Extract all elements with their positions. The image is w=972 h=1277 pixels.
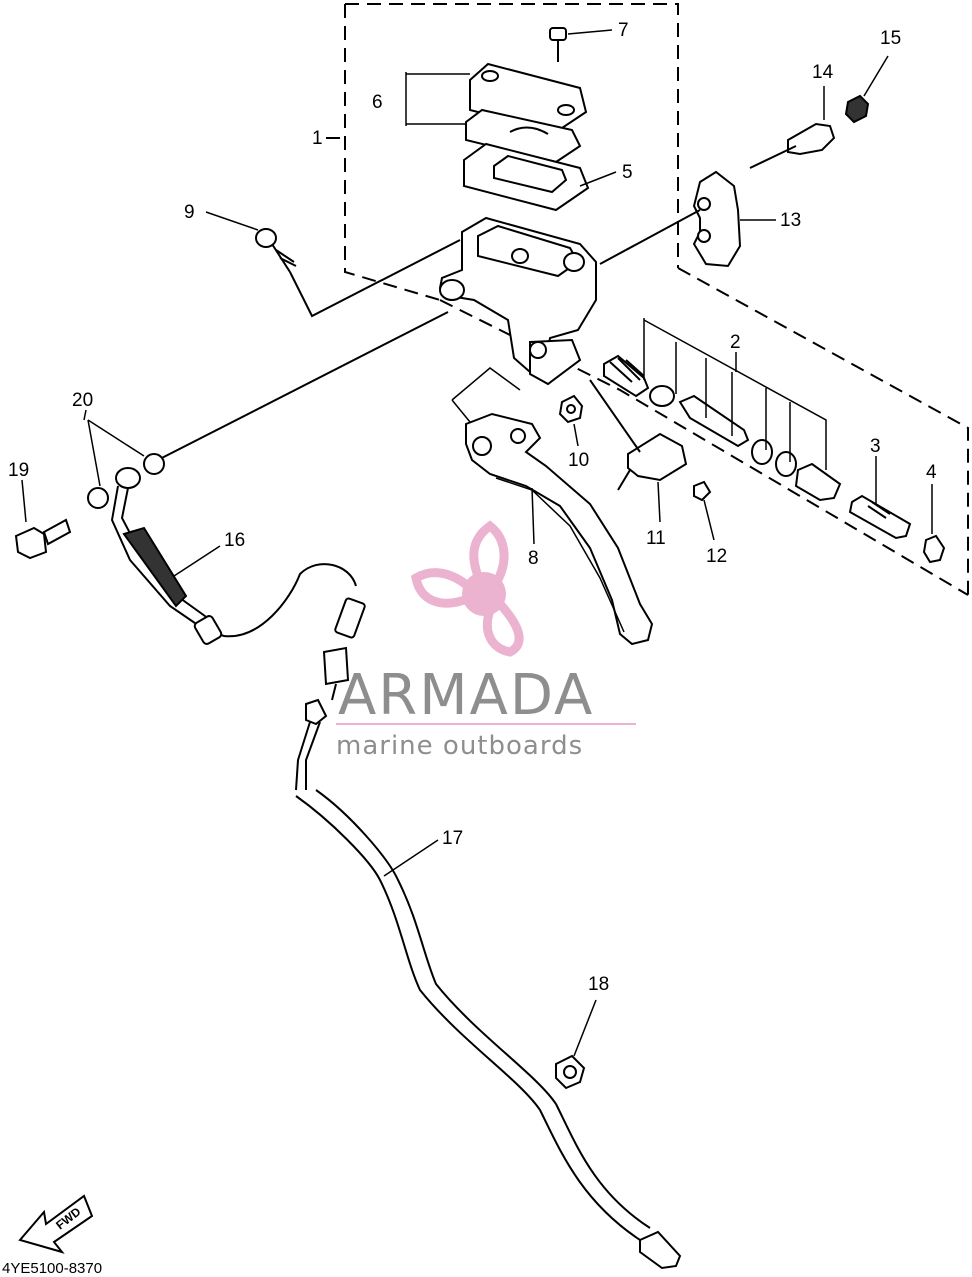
callout-3: 3 — [870, 436, 881, 457]
callout-4: 4 — [926, 462, 937, 483]
callout-10: 10 — [568, 450, 589, 471]
leader-15 — [863, 55, 889, 97]
callout-2: 2 — [730, 332, 741, 353]
leader-10 — [573, 423, 579, 447]
callout-16: 16 — [224, 530, 245, 551]
callout-1: 1 — [312, 128, 323, 149]
leader-18 — [573, 999, 597, 1057]
callout-8: 8 — [528, 548, 539, 569]
copper-washers — [87, 453, 165, 509]
clamp-nut — [844, 94, 870, 124]
leader-6 — [405, 72, 470, 126]
lever-pivot-guide — [451, 367, 521, 423]
clamp-bolt — [749, 122, 836, 169]
union-bolt — [14, 518, 72, 560]
cover-screw — [549, 27, 567, 62]
callout-13: 13 — [780, 210, 801, 231]
leader-12 — [703, 499, 715, 541]
leader-17 — [383, 839, 439, 877]
callout-17: 17 — [442, 828, 463, 849]
assembly-axis-banjo — [149, 311, 449, 465]
leader-7 — [567, 29, 613, 35]
leader-9 — [205, 211, 259, 231]
propeller-hub — [462, 572, 506, 616]
assembly-axis-bolt — [599, 209, 701, 265]
callout-14: 14 — [812, 62, 834, 83]
push-rod — [848, 494, 912, 540]
leader-16 — [173, 545, 221, 577]
callout-19: 19 — [8, 460, 29, 481]
callout-15: 15 — [880, 28, 901, 49]
brake-lever — [465, 412, 654, 646]
master-cylinder-body — [438, 216, 597, 386]
hose-clamp — [555, 1054, 586, 1090]
union-bolt-9 — [255, 228, 461, 318]
leader-8 — [531, 487, 535, 545]
callout-11: 11 — [646, 528, 666, 549]
switch-screw — [693, 480, 712, 502]
brake-hose-fitting — [322, 597, 366, 701]
callout-7: 7 — [618, 20, 629, 41]
assembly-outline-1 — [344, 3, 969, 596]
callout-20: 20 — [72, 390, 93, 411]
callout-5: 5 — [622, 162, 633, 183]
brake-hose-main — [295, 698, 682, 1270]
diagram-code: 4YE5100-8370 — [2, 1260, 102, 1277]
brake-switch — [589, 379, 688, 491]
watermark: ARMADA marine outboards — [336, 520, 636, 761]
fwd-arrow-icon: FWD — [18, 1194, 94, 1254]
watermark-tagline: marine outboards — [336, 731, 583, 761]
leader-11 — [657, 481, 661, 523]
propeller-logo-icon — [411, 520, 524, 657]
callout-9: 9 — [184, 202, 195, 223]
watermark-brand: ARMADA — [338, 663, 594, 728]
brake-hose-upper — [110, 467, 357, 645]
reservoir-cap — [465, 62, 588, 164]
leader-20 — [83, 409, 145, 487]
lever-nut — [558, 394, 584, 424]
leader-5 — [579, 171, 617, 187]
callout-18: 18 — [588, 974, 609, 995]
dust-boot — [922, 534, 946, 564]
diaphragm — [463, 142, 590, 212]
clamp-holder — [692, 170, 742, 268]
piston-kit — [603, 318, 842, 502]
callout-6: 6 — [372, 92, 383, 113]
leader-19 — [21, 479, 27, 523]
callout-12: 12 — [706, 546, 727, 567]
